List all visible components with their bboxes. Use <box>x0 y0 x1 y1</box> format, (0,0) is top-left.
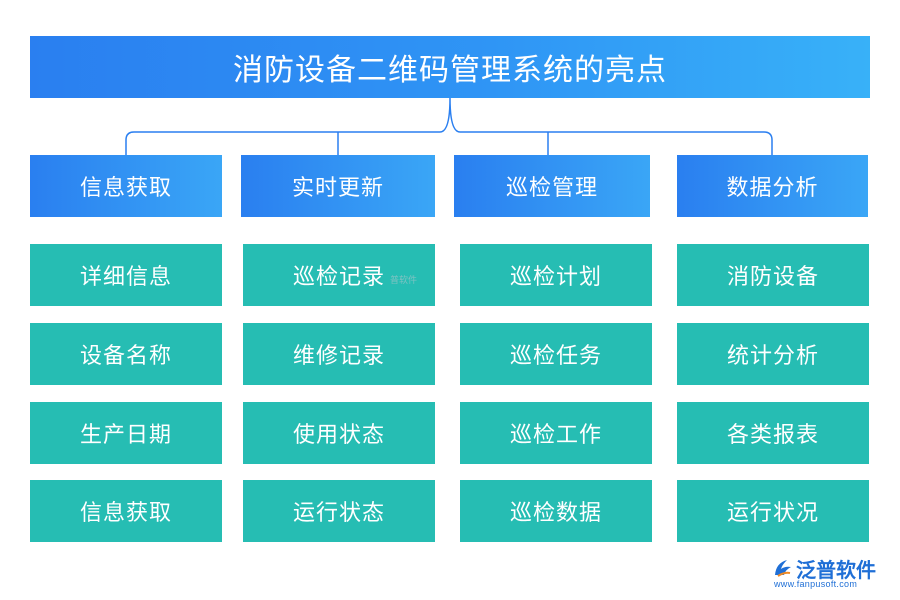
item-various-reports: 各类报表 <box>677 402 869 464</box>
brand-logo: 泛普软件 www.fanpusoft.com <box>772 553 892 593</box>
item-production-date: 生产日期 <box>30 402 222 464</box>
item-usage-status: 使用状态 <box>243 402 435 464</box>
watermark-text: 普软件 <box>390 276 418 286</box>
category-realtime: 实时更新 <box>241 155 435 217</box>
item-inspection-record: 巡检记录 <box>243 244 435 306</box>
item-statistical-analysis: 统计分析 <box>677 323 869 385</box>
item-inspection-work: 巡检工作 <box>460 402 652 464</box>
logo-mark-icon <box>775 560 791 577</box>
logo-brand-name: 泛普软件 <box>796 560 876 582</box>
item-inspection-data: 巡检数据 <box>460 480 652 542</box>
item-device-name: 设备名称 <box>30 323 222 385</box>
category-inspection: 巡检管理 <box>454 155 650 217</box>
category-analysis: 数据分析 <box>677 155 868 217</box>
item-repair-record: 维修记录 <box>243 323 435 385</box>
diagram-title: 消防设备二维码管理系统的亮点 <box>30 36 870 98</box>
item-inspection-plan: 巡检计划 <box>460 244 652 306</box>
item-detail-info: 详细信息 <box>30 244 222 306</box>
category-info: 信息获取 <box>30 155 222 217</box>
item-info-acquire: 信息获取 <box>30 480 222 542</box>
item-running-condition: 运行状况 <box>677 480 869 542</box>
item-running-status: 运行状态 <box>243 480 435 542</box>
logo-url: www.fanpusoft.com <box>774 579 858 589</box>
item-fire-equipment: 消防设备 <box>677 244 869 306</box>
title-brace <box>125 97 773 155</box>
item-inspection-task: 巡检任务 <box>460 323 652 385</box>
